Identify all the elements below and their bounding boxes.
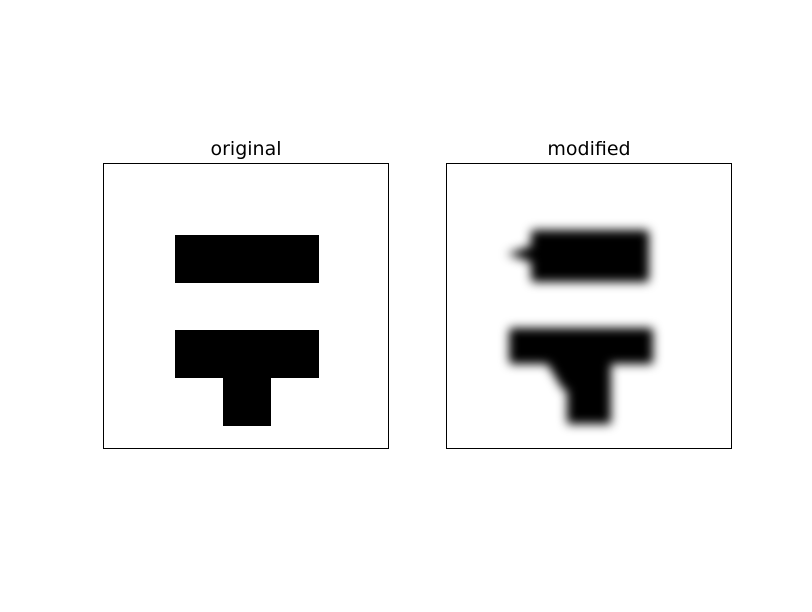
- original-top-bar: [175, 235, 319, 283]
- original-stem-block: [223, 378, 271, 426]
- modified-image-panel: [446, 163, 732, 449]
- original-image-panel: [103, 163, 389, 449]
- original-panel-title: original: [210, 138, 282, 160]
- modified-top-bar: [531, 230, 649, 282]
- modified-stem-block: [567, 360, 611, 424]
- modified-panel-title: modified: [547, 138, 631, 160]
- original-middle-bar: [175, 330, 319, 378]
- blurred-shape-layer: [447, 164, 731, 448]
